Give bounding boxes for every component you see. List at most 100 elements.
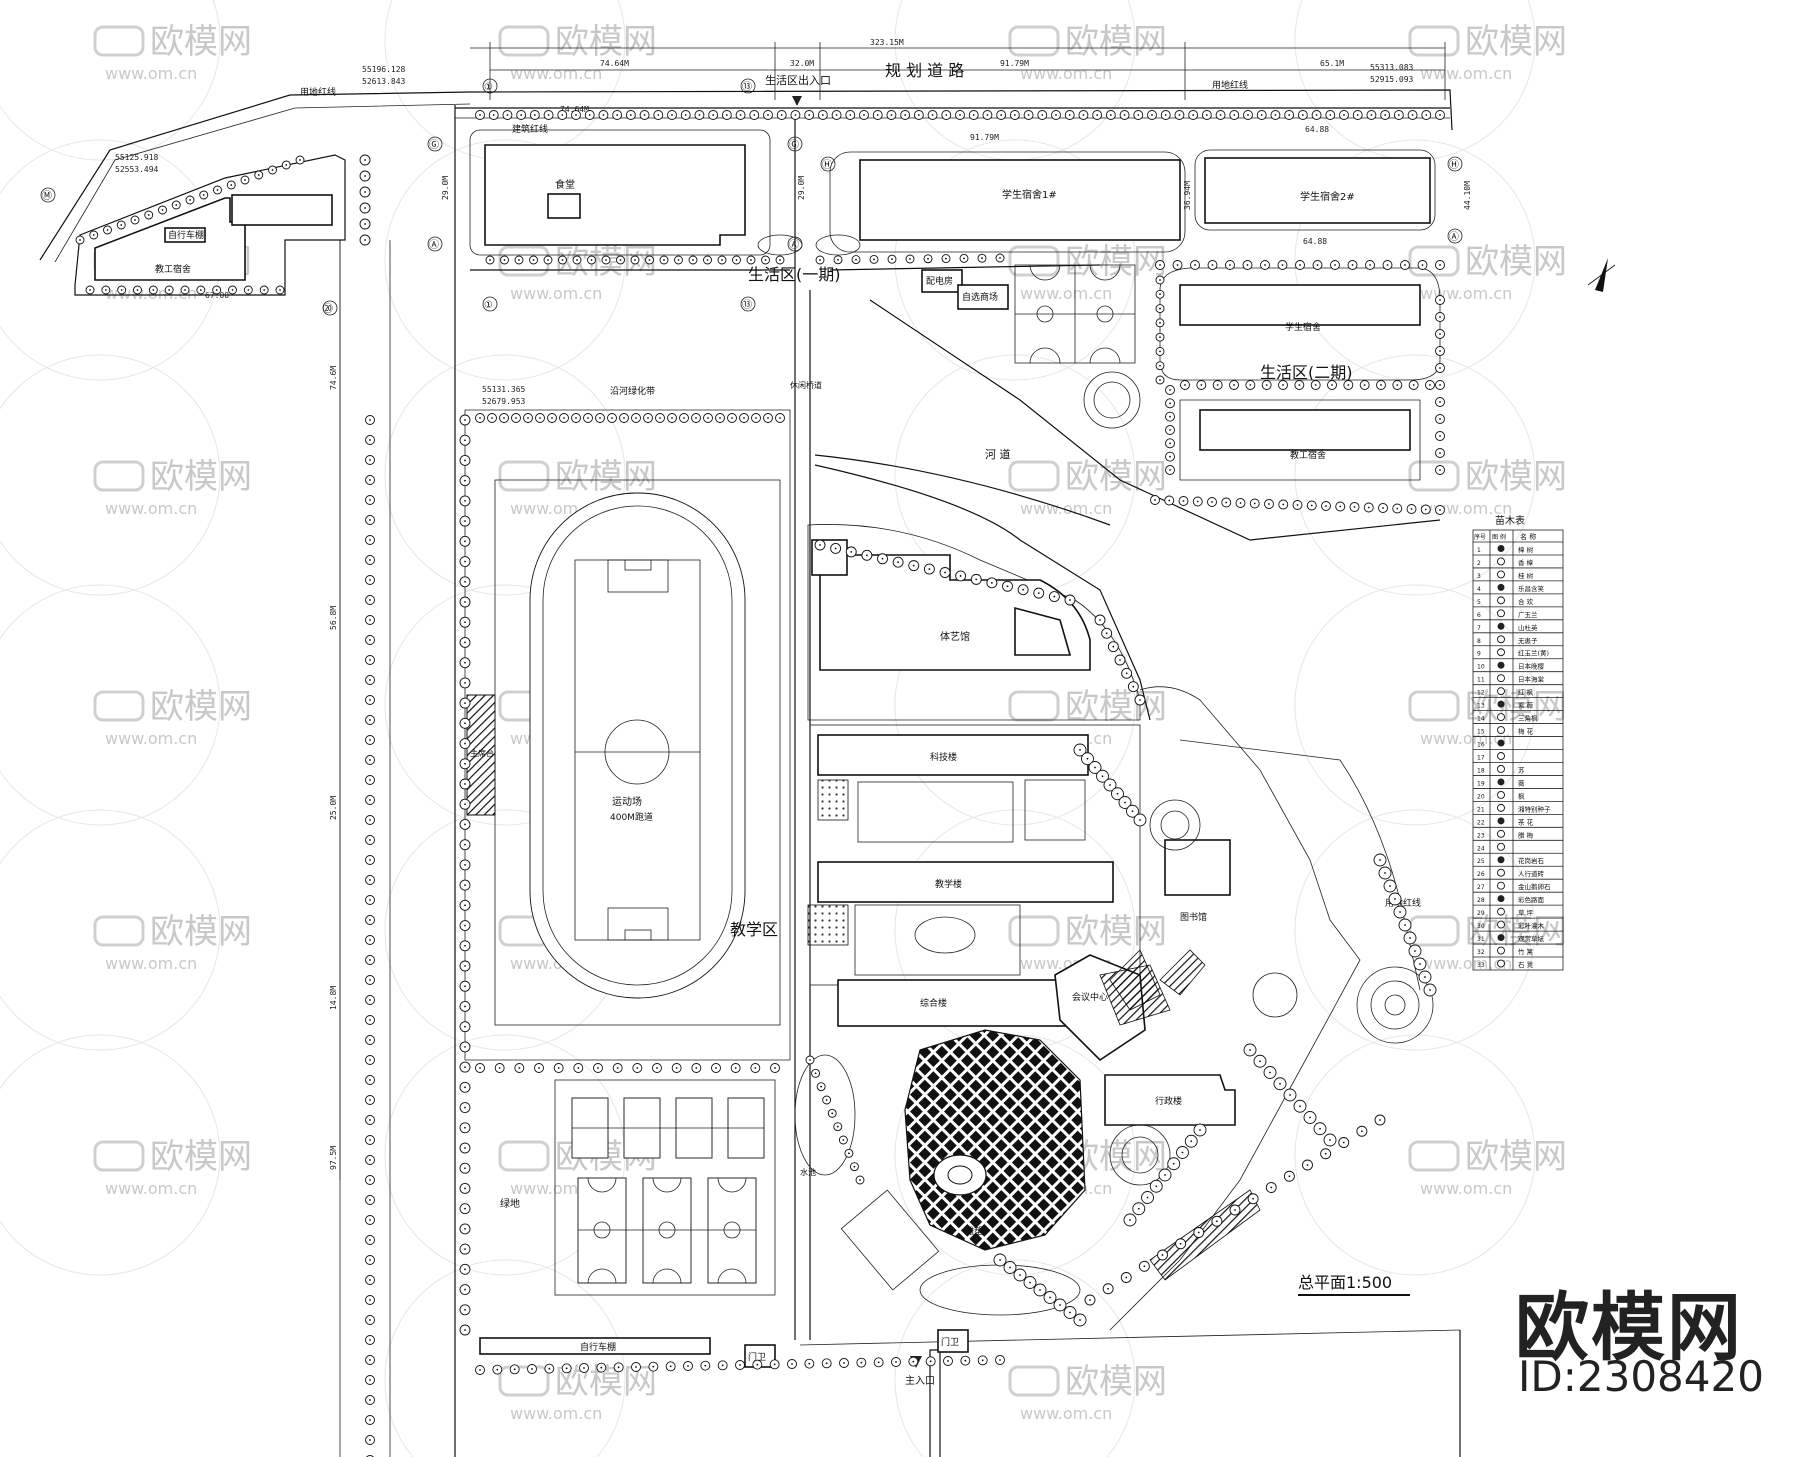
legend-row-no: 7	[1477, 625, 1481, 632]
legend-row-icon	[1497, 803, 1505, 812]
legend-row-icon	[1497, 570, 1505, 579]
dim-d5: 74.64M	[560, 105, 589, 114]
legend-row-name: 合 欢	[1518, 597, 1534, 606]
legend-row-icon	[1497, 583, 1505, 591]
watermark-url: www.om.cn	[1420, 1179, 1512, 1198]
dim-d18: 64.88	[1303, 237, 1327, 246]
legend-row-name: 红 枫	[1518, 688, 1534, 697]
legend-row-name: 腊 梅	[1518, 830, 1534, 839]
legend-row-name: 日本晚樱	[1518, 662, 1545, 671]
coord-c4-a: 55131.365	[482, 385, 526, 394]
legend-row-no: 29	[1477, 910, 1485, 917]
legend-row-no: 19	[1477, 780, 1485, 787]
legend-row-name: 石 凳	[1518, 960, 1534, 969]
axis-g-left: Ⓖ	[429, 139, 439, 151]
legend-row-icon	[1497, 946, 1505, 955]
watermark-url: www.om.cn	[1020, 499, 1112, 518]
living-zone-1: 生活区(一期) 配电房 自选商场	[748, 234, 1009, 310]
top-dimension-chain: 323.15M 74.64M 32.0M 91.79M 65.1M 74.64M…	[470, 38, 1446, 246]
legend-row-name: 广玉兰	[1518, 610, 1538, 619]
axis-a-right: Ⓐ	[1449, 231, 1459, 243]
legend-row-icon	[1497, 895, 1505, 903]
legend-row-icon	[1497, 739, 1505, 747]
label-main-entrance: 主入口	[905, 1375, 935, 1387]
dim-d11: 44.10M	[1463, 181, 1472, 210]
living-exit: 生活区出入口 规 划 道 路	[765, 61, 964, 106]
legend-col-name: 名 称	[1520, 532, 1536, 541]
coord-c3-b: 52915.093	[1370, 75, 1414, 84]
watermark-text: 欧模网	[1065, 22, 1167, 62]
watermark-url: www.om.cn	[1420, 729, 1512, 748]
legend-row-icon	[1497, 648, 1505, 657]
watermark-text: 欧模网	[1465, 457, 1567, 497]
label-staff-dorm: 教工宿舍	[155, 263, 191, 275]
dim-d4: 65.1M	[1320, 59, 1344, 68]
dim-d2: 32.0M	[790, 59, 814, 68]
coord-c1-b: 52613.843	[362, 77, 406, 86]
legend-row-name: 竹 篱	[1518, 947, 1534, 956]
watermark-text: 欧模网	[555, 457, 657, 497]
legend-row-name: 桂 树	[1518, 571, 1534, 580]
legend-row-name: 草 坪	[1518, 908, 1534, 917]
label-gym: 体艺馆	[940, 630, 970, 643]
label-green-space: 绿地	[500, 1197, 520, 1210]
dim-d13: 56.8M	[329, 606, 338, 630]
axis-a-left: Ⓐ	[429, 239, 439, 251]
plan-title: 总平面1:500	[1298, 1273, 1410, 1296]
legend-row-no: 28	[1477, 897, 1485, 904]
legend-row-no: 17	[1477, 754, 1485, 761]
legend-row-name: 三角枫	[1518, 714, 1538, 723]
legend-row-name: 彩色路面	[1518, 895, 1545, 904]
watermark-url: www.om.cn	[105, 729, 197, 748]
legend-row-icon	[1497, 544, 1505, 552]
legend-row-icon	[1497, 674, 1505, 683]
label-river: 河 道	[985, 447, 1011, 461]
legend-row-no: 21	[1477, 806, 1485, 813]
label-student-dorm: 学生宿舍	[1285, 321, 1321, 333]
label-library: 图书馆	[1180, 911, 1207, 923]
legend-row-icon	[1497, 661, 1505, 669]
label-bike-shed-top: 自行车棚	[168, 229, 204, 241]
legend-col-no: 序号	[1474, 533, 1486, 541]
legend-row-no: 1	[1477, 547, 1481, 554]
legend-row-icon	[1497, 934, 1505, 942]
legend-row-name: 湘特别种子	[1518, 804, 1551, 813]
legend-row-no: 16	[1477, 742, 1485, 749]
legend-row-name: 乐昌含笑	[1518, 584, 1545, 593]
label-land-red-line-mid: 用地红线	[1212, 79, 1248, 91]
legend-row-name: 人行道砖	[1518, 869, 1545, 878]
watermark-url: www.om.cn	[1020, 284, 1112, 303]
label-plan-title: 总平面1:500	[1298, 1273, 1392, 1292]
legend-row-no: 23	[1477, 832, 1485, 839]
axis-20: ⑳	[323, 303, 333, 315]
sculpture-plaza: 雕塑 水池	[794, 1029, 1086, 1316]
label-market: 自选商场	[962, 291, 998, 303]
legend-row-icon	[1497, 713, 1505, 722]
label-living-exit: 生活区出入口	[765, 73, 831, 87]
axis-13-bottom: ⑬	[742, 299, 752, 311]
legend-row-name: 薇	[1518, 778, 1525, 787]
legend-row-name: 紫 薇	[1518, 701, 1534, 710]
axis-13-top: ⑬	[742, 81, 752, 93]
legend-row-name: 茶 花	[1518, 817, 1534, 826]
label-dorm-2: 学生宿舍2#	[1300, 190, 1355, 203]
legend-row-no: 20	[1477, 793, 1485, 800]
dim-d1: 74.64M	[600, 59, 629, 68]
legend-row-name: 观赏草坛	[1518, 934, 1545, 943]
legend-row-no: 32	[1477, 949, 1485, 956]
label-power-room: 配电房	[926, 275, 953, 287]
academic-buildings: 科技楼 教学楼 综合楼	[807, 724, 1141, 1027]
legend-row-icon	[1497, 622, 1505, 630]
dim-d9: 29.0M	[797, 176, 806, 200]
label-complex-building: 综合楼	[920, 997, 947, 1009]
legend-col-icon: 图 例	[1492, 533, 1506, 541]
coord-c1-a: 55196.128	[362, 65, 406, 74]
legend-row-name: 金山鹅卵石	[1518, 882, 1551, 891]
canteen-block: 食堂 建筑红线	[469, 123, 771, 256]
